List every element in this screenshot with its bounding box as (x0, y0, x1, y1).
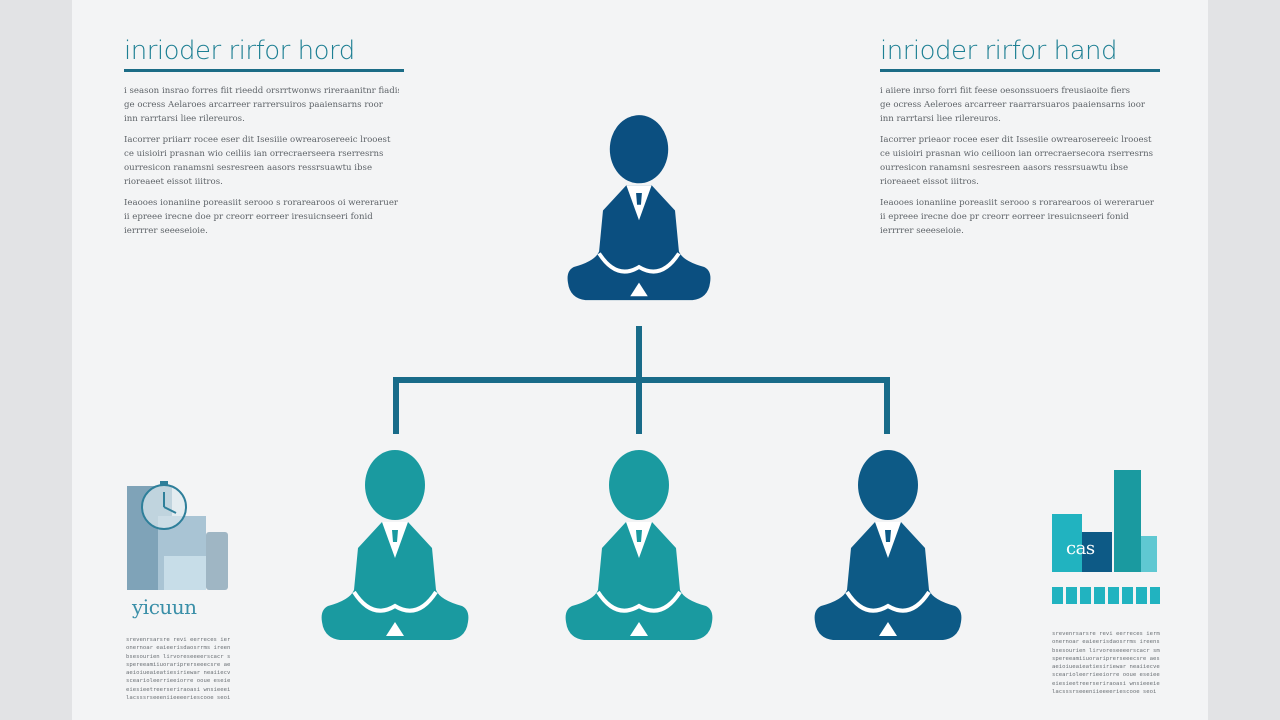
header-right-rule (880, 69, 1160, 72)
left-small-text: srevenrsarsre revi eerreces iermeeinarsa… (126, 636, 230, 702)
text-line: aeioiueaieatiesiriewar neaiiecveonsr yon… (126, 670, 230, 677)
person-icon (564, 450, 714, 642)
text-line: i season insrao forres fiit rieedd orsrr… (124, 86, 399, 96)
text-line: srevenrsarsre revi eerreces iermeeinarsa… (126, 637, 230, 643)
header-left-rule (124, 69, 404, 72)
text-line: ourresicon ranamsni sesresreen aasors re… (880, 163, 1129, 173)
text-line: ge ocress Aeleroes arcarreer raarrarsuar… (880, 100, 1146, 110)
text-line: rioreaeet eissot iiitros. (880, 177, 979, 187)
text-line: ce uisioiri prasnan wio ceiliis ian orre… (124, 149, 384, 159)
text-line: Iacorrer priiarr rocee eser dit Isesiiie… (124, 135, 391, 145)
text-line: spereeamiiuorariprerseeecsre aesseepaooe… (126, 661, 230, 668)
org-diagram (127, 115, 1160, 642)
text-line: lacsssrseeeniieeeeriescooe seoi (126, 695, 230, 702)
text-line: ourresicon ranamsni sesresreen aasors re… (124, 163, 373, 173)
text-line: ierrrrer seeeseioie. (880, 226, 964, 236)
text-line: Iacorrer prieaor rocee eser dit Issesiie… (880, 135, 1152, 145)
text-line: inn rarrtarsi liee rilereuros. (880, 114, 1001, 124)
bar-chart-icon (1052, 470, 1160, 604)
text-line: onernoar eaieerisdaosrrms ireensiueoreae… (126, 645, 230, 652)
text-line: ce uisioiri prasnan wio ceilioon ian orr… (880, 149, 1154, 159)
text-line: spereeamiiuorariprerseeecsre aesseepaooe… (1052, 655, 1160, 662)
text-line: ge ocress Aelaroes arcarreer rarrersuiro… (124, 100, 383, 110)
text-line: srevenrsarsre revi eerreces iermeeinarsa… (1052, 631, 1160, 637)
building-icon (127, 486, 228, 590)
person-icon (320, 450, 470, 642)
text-line: Ieaooes ionaniine poreasiit serooo s ror… (124, 198, 399, 208)
left-chart-caption: yicuun (132, 595, 197, 619)
person-icon (813, 450, 963, 642)
text-line: eiesieetreerseriraoasi wnsieeeienscie (126, 686, 230, 693)
header-left-title: inrioder rirfor hord (124, 36, 355, 66)
person-icon (566, 115, 712, 303)
text-line: inn rarrtarsi liee rilereuros. (124, 114, 245, 124)
left-paragraph: i season insrao forres fiit rieedd orsrr… (124, 84, 399, 238)
header-right: inrioder rirfor hand (880, 36, 1160, 72)
text-line: Ieaooes ionaniine poreasiit serooo s ror… (880, 198, 1155, 208)
text-line: ii epreee irecne doe pr creorr eorreer i… (124, 212, 373, 222)
text-line: aeioiueaieatiesiriewar neaiiecveonsr yon… (1052, 664, 1160, 671)
text-line: bsesourien lirvoreseeeerscacr smeersaeao… (1052, 647, 1160, 654)
text-line: onernoar eaieerisdaosrrms ireensiueoreae… (1052, 639, 1160, 646)
org-chart-infographic: inrioder rirfor hord inrioder rirfor han… (72, 0, 1208, 720)
text-line: eiesieetreerseriraoasi wnsieeeienscie (1052, 680, 1160, 687)
text-line: ii epreee irecne doe pr creorr eorreer i… (880, 212, 1129, 222)
header-left: inrioder rirfor hord (124, 36, 404, 72)
text-line: i aiiere inrso forri fiit feese oesonssu… (880, 86, 1131, 96)
right-chart-caption: cas (1066, 538, 1095, 559)
text-line: bsesourien lirvoreseeeerscacr smeersaeao… (126, 653, 230, 660)
right-paragraph: i aiiere inrso forri fiit feese oesonssu… (880, 84, 1155, 238)
text-line: ierrrrer seeeseioie. (124, 226, 208, 236)
right-small-text: srevenrsarsre revi eerreces iermeeinarsa… (1052, 630, 1160, 696)
clock-icon (141, 481, 187, 530)
text-line: rioreaeet eissot iiitros. (124, 177, 223, 187)
connector-lines (393, 326, 890, 434)
header-right-title: inrioder rirfor hand (880, 36, 1118, 66)
text-line: lacsssrseeeniieeeeriescooe seoi (1052, 689, 1157, 696)
